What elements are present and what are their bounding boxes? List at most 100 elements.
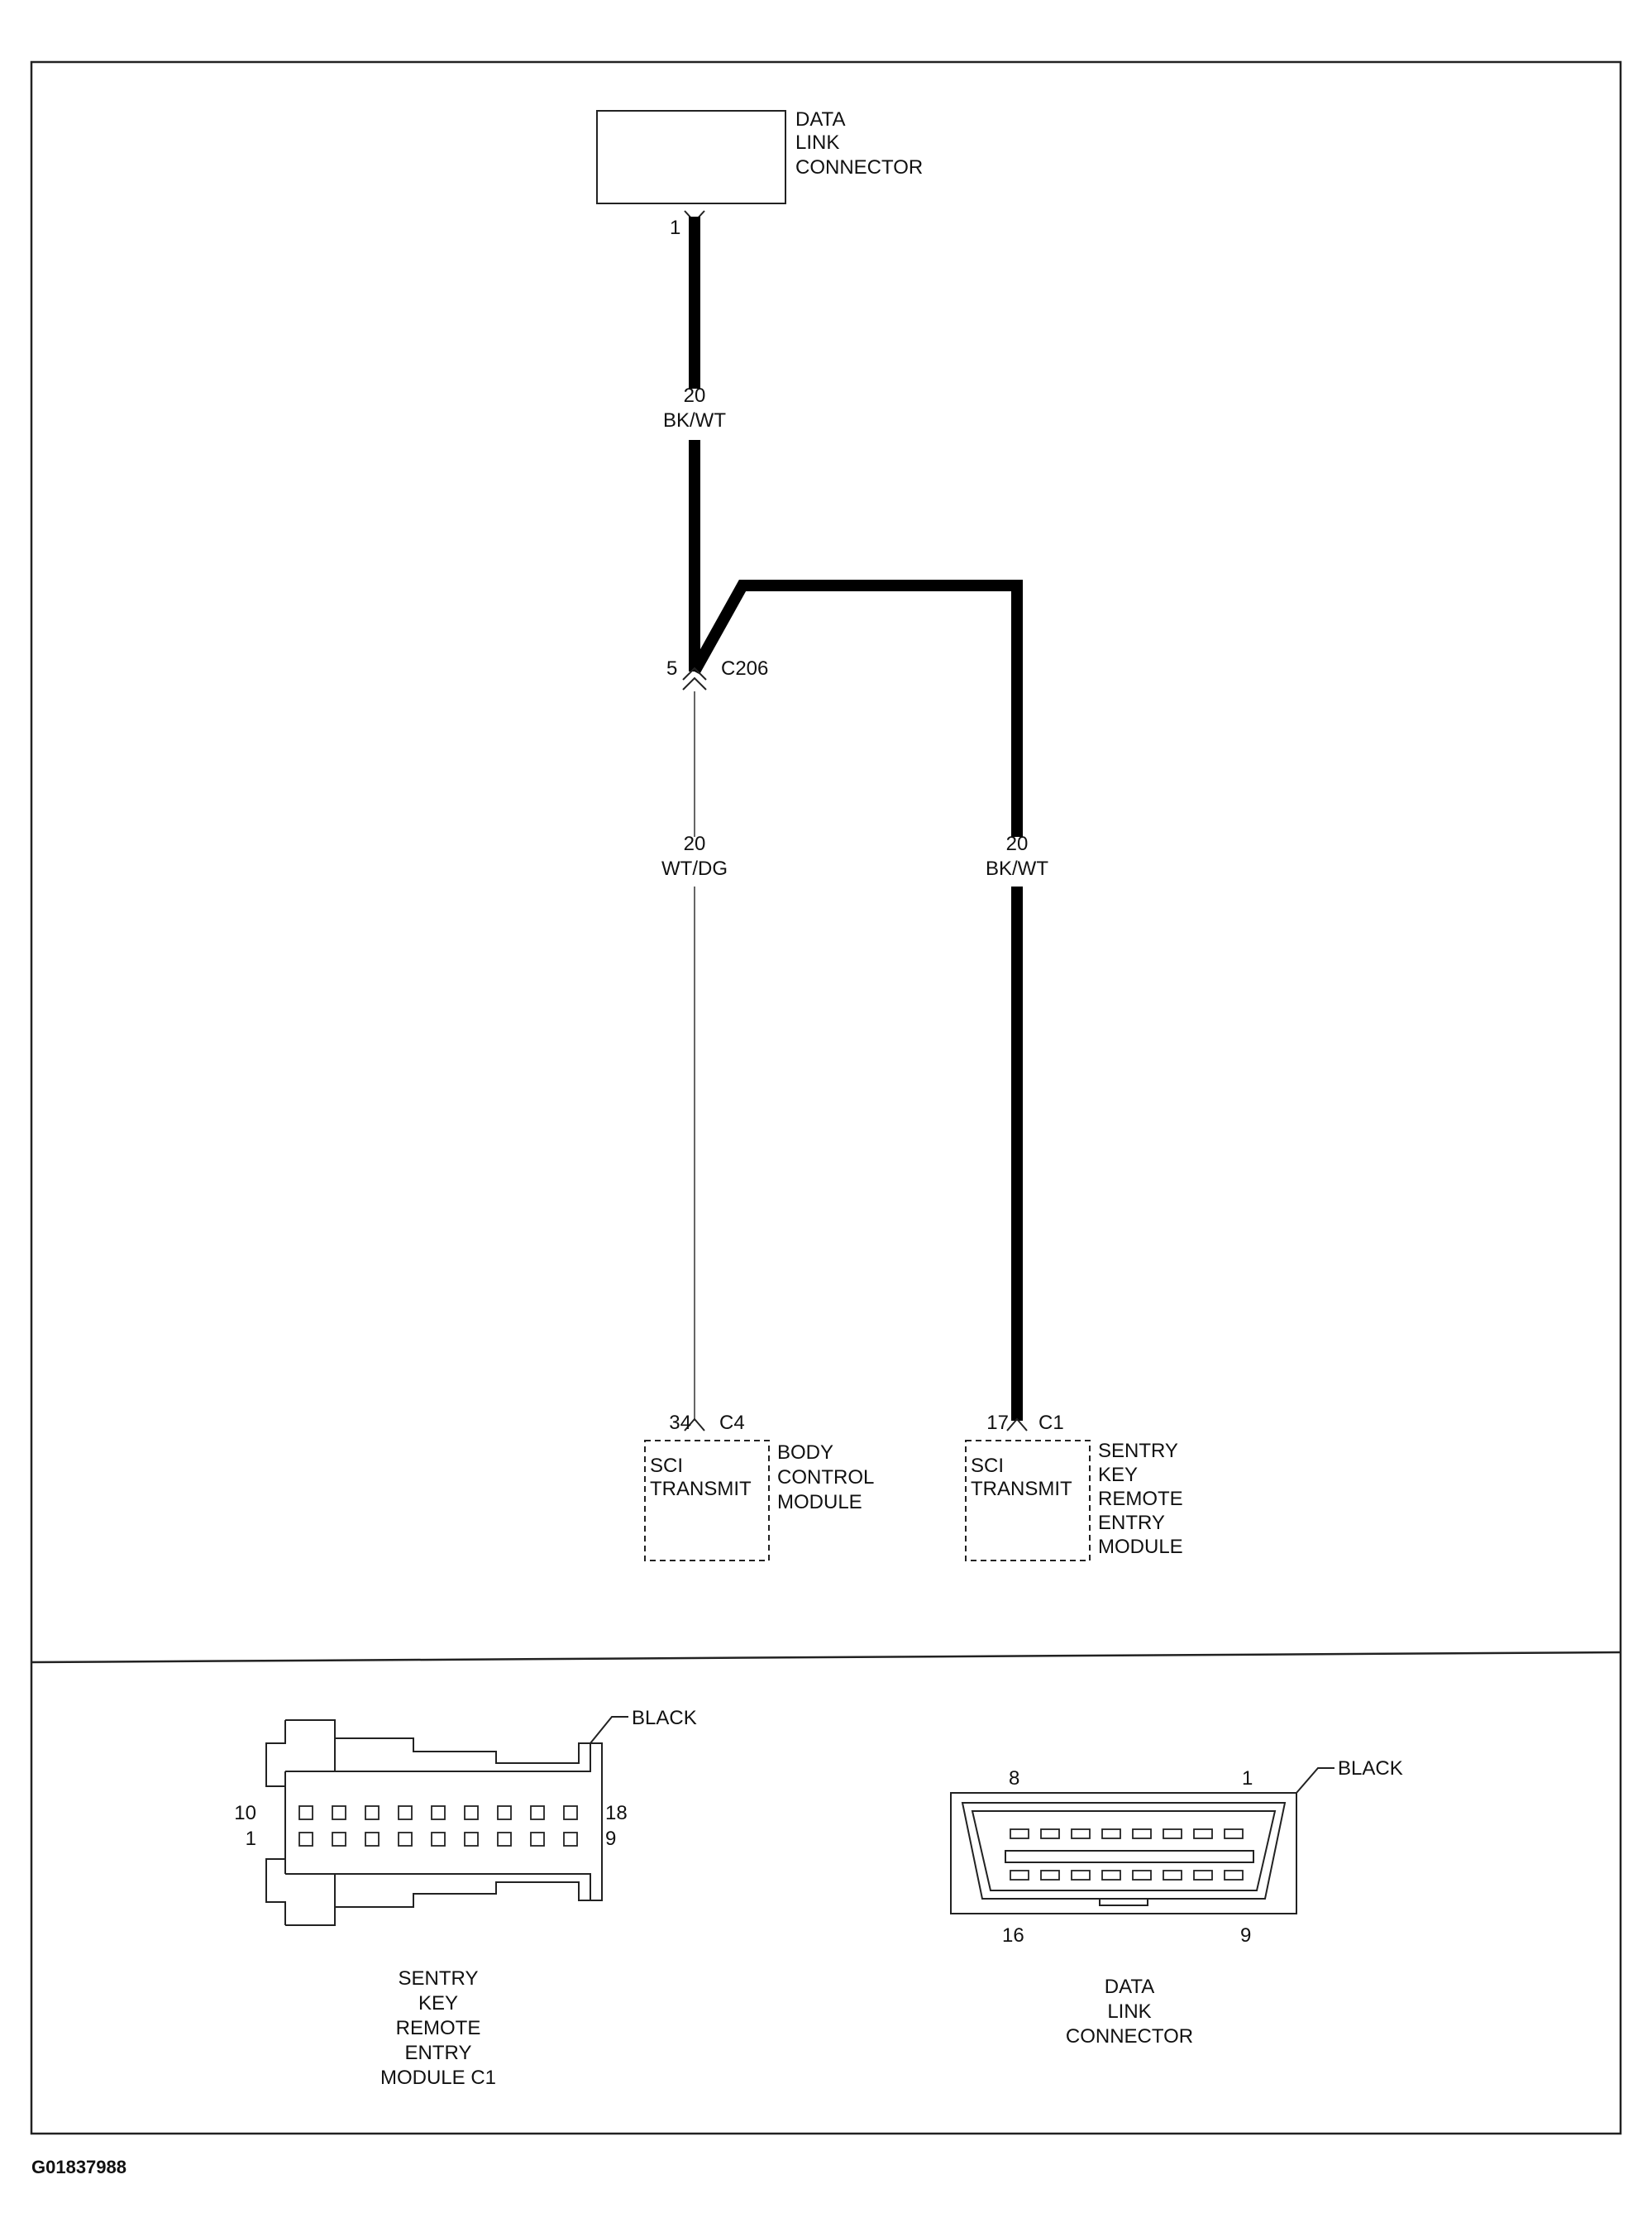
c1-pin-cavity [332,1805,346,1820]
wire-left-label: 20 WT/DG [661,833,728,880]
dlc-pin-cavity [1224,1828,1244,1839]
skrem-pin-number: 17 [986,1412,1009,1434]
wire-upper-gauge: 20 [684,385,706,407]
c1-pin-cavity [398,1832,413,1847]
skrem-connector-name: C1 [1038,1412,1064,1434]
dlc-pin-cavity [1193,1828,1213,1839]
dlc-pin-number: 1 [670,217,680,239]
wire-right-color: BK/WT [986,858,1048,880]
dlc-pin-cavity [1101,1828,1121,1839]
c1-caption-line-2: KEY [418,1992,458,2015]
dlc-view-center-bar [1005,1850,1254,1863]
c1-pin-cavity [497,1832,512,1847]
c1-pin-label-bottom-left: 1 [246,1828,256,1850]
bcm-module-outline [644,1440,770,1561]
wire-right-branch [689,580,1023,837]
c1-main-body [285,1742,603,1901]
c1-callout-leader [590,1716,628,1744]
dlc-view-trapezoid-outer [961,1802,1287,1900]
c1-top-latch-2 [285,1719,590,1764]
wire-right-label: 20 BK/WT [986,833,1048,880]
c1-pin-cavity [530,1832,545,1847]
bcm-title-line-2: CONTROL [777,1466,874,1489]
wire-upper-label: 20 BK/WT [663,385,726,432]
dlc-pin-cavity [1040,1870,1060,1881]
body-control-module: 34 C4 SCI TRANSMIT BODY CONTROL MODULE [644,1412,874,1561]
dlc-pin-cavity [1101,1870,1121,1881]
skrem-title-line-3: REMOTE [1098,1488,1183,1510]
c1-caption-line-5: MODULE C1 [380,2067,496,2089]
dlc-view-key-tab [1099,1899,1148,1906]
skrem-terminal-symbol [1006,1417,1028,1431]
c1-pin-cavity [497,1805,512,1820]
skrem-title-line-4: ENTRY [1098,1512,1165,1534]
c1-caption-line-3: REMOTE [396,2017,481,2039]
dlc-pin-cavity [1163,1828,1182,1839]
dlc-title-line-2: LINK [795,131,839,154]
dlc-pin-cavity [1132,1828,1152,1839]
section-divider [31,1651,1621,1664]
skrem-inner-line-2: TRANSMIT [971,1478,1072,1500]
wire-left-gauge: 20 [684,833,706,855]
bcm-terminal-symbol [684,1417,705,1431]
c1-pin-label-bottom-right: 9 [605,1828,616,1850]
c206-name: C206 [721,657,768,680]
dlc-pin-label-top-right: 1 [1242,1767,1253,1790]
bcm-inner-line-1: SCI [650,1455,683,1477]
diagram-frame [30,60,1622,2135]
bcm-connector-name: C4 [719,1412,745,1434]
c1-pin-cavity [398,1805,413,1820]
skrem-inner-line-1: SCI [971,1455,1004,1477]
dlc-pin-label-bottom-right: 9 [1240,1924,1251,1947]
skrem-title-line-1: SENTRY [1098,1440,1178,1462]
c1-bottom-latch-2 [285,1881,590,1926]
dlc-title-line-1: DATA [795,108,845,131]
skrem-c1-connector-view: 10 1 18 9 BLACK SENTRY KEY REMOTE ENTRY … [234,1707,696,2089]
c1-pin-cavity [365,1805,380,1820]
c1-pin-cavity [530,1805,545,1820]
bcm-title-line-3: MODULE [777,1491,862,1513]
splice-c206: 5 C206 [666,657,768,691]
dlc-color-callout: BLACK [1338,1757,1403,1780]
dlc-pin-cavity [1132,1870,1152,1881]
c1-pin-cavity [365,1832,380,1847]
dlc-pin-cavity [1163,1870,1182,1881]
dlc-pin-cavity [1040,1828,1060,1839]
c1-pin-cavity [563,1805,578,1820]
c1-pin-cavity [464,1805,479,1820]
c1-pin-cavity [563,1832,578,1847]
c206-pin-number: 5 [666,657,677,680]
sentry-key-remote-entry-module: 17 C1 SCI TRANSMIT SENTRY KEY REMOTE ENT… [965,1412,1183,1561]
skrem-module-outline [965,1440,1091,1561]
c1-pin-cavity [332,1832,346,1847]
bcm-inner-line-2: TRANSMIT [650,1478,752,1500]
c206-terminal-symbol-2 [682,676,707,691]
c1-top-latch [265,1720,286,1787]
wire-right-gauge: 20 [1006,833,1029,855]
c1-pin-label-top-right: 18 [605,1802,628,1824]
dlc-pin-label-top-left: 8 [1009,1767,1019,1790]
c1-pin-label-top-left: 10 [234,1802,256,1824]
dlc-view-outer [950,1792,1297,1914]
dlc-pin-cavity [1010,1870,1029,1881]
dlc-pin-cavity [1193,1870,1213,1881]
dlc-pin-cavity [1224,1870,1244,1881]
dlc-connector-view: 8 1 16 9 BLACK DATA LINK CONNECTOR [950,1757,1403,2048]
dlc-pin-cavity [1071,1828,1091,1839]
dlc-title-line-3: CONNECTOR [795,156,923,179]
c1-caption-line-4: ENTRY [405,2042,472,2064]
dlc-caption-line-1: DATA [1105,1976,1154,1998]
dlc-pin-grid [1010,1828,1244,1881]
c1-pin-cavity [431,1832,446,1847]
dlc-caption-line-3: CONNECTOR [1066,2025,1193,2048]
bcm-title-line-1: BODY [777,1441,833,1464]
skrem-title-line-2: KEY [1098,1464,1138,1486]
c1-pin-grid [298,1805,578,1847]
dlc-caption-line-2: LINK [1107,2000,1151,2023]
figure-id: G01837988 [31,2157,127,2177]
c1-bottom-latch [265,1858,286,1925]
skrem-title-line-5: MODULE [1098,1536,1183,1558]
wire-left-color: WT/DG [661,858,728,880]
c1-caption-line-1: SENTRY [399,1967,479,1990]
wire-upper-color: BK/WT [663,409,726,432]
